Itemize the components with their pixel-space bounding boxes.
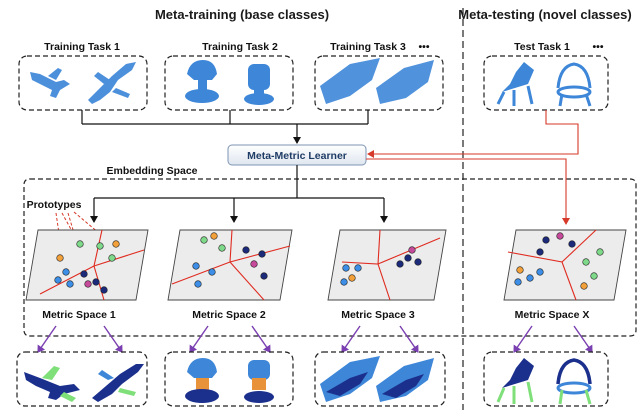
vase-point-cloud-icon xyxy=(244,64,274,105)
learner-to-metric-space-x-arrow xyxy=(366,158,570,225)
training-more-ellipsis: ••• xyxy=(418,41,429,53)
metric-space-2-label: Metric Space 2 xyxy=(192,309,266,321)
segmented-chair-icon xyxy=(496,358,534,404)
segmentation-result-arrows xyxy=(37,325,593,353)
metric-space-1-plane xyxy=(25,229,149,301)
segmented-airplane-icon xyxy=(92,364,144,402)
segmented-lamp-icon xyxy=(185,358,219,403)
lamp-point-cloud-icon xyxy=(185,60,219,103)
meta-training-header: Meta-training (base classes) xyxy=(155,7,329,22)
metric-space-3-plane xyxy=(327,229,447,301)
training-task-1-box xyxy=(18,55,148,111)
result-box-x xyxy=(483,351,609,407)
segmented-surface-icon xyxy=(376,358,434,402)
meta-testing-header: Meta-testing (novel classes) xyxy=(458,7,631,22)
metric-space-3-label: Metric Space 3 xyxy=(341,309,415,321)
meta-metric-learner-label: Meta-Metric Learner xyxy=(247,150,347,162)
result-box-2 xyxy=(164,351,294,407)
training-task-3-label: Training Task 3 xyxy=(330,41,406,53)
training-to-learner-connector xyxy=(81,110,369,144)
training-task-3-box xyxy=(314,55,444,111)
metric-space-1-label: Metric Space 1 xyxy=(42,309,116,321)
result-box-1 xyxy=(16,351,148,407)
embedding-space-label: Embedding Space xyxy=(106,165,197,177)
segmented-surface-icon xyxy=(320,356,380,402)
testing-more-ellipsis: ••• xyxy=(592,41,603,53)
airplane-point-cloud-icon xyxy=(30,68,70,98)
prototypes-label: Prototypes xyxy=(27,199,82,211)
training-task-1-label: Training Task 1 xyxy=(44,41,120,53)
metric-space-x-plane xyxy=(503,229,627,301)
result-box-3 xyxy=(314,351,446,407)
learner-to-metric-spaces-connector xyxy=(90,165,388,223)
training-task-2-label: Training Task 2 xyxy=(202,41,278,53)
metric-space-2-plane xyxy=(167,229,293,301)
segmented-airplane-icon xyxy=(24,366,80,402)
chair-point-cloud-icon xyxy=(496,62,534,106)
test-task-1-label: Test Task 1 xyxy=(514,41,570,53)
airplane-point-cloud-icon xyxy=(88,62,136,104)
chair-point-cloud-icon xyxy=(556,62,592,107)
test-to-learner-arrow xyxy=(367,110,579,158)
segmented-vase-icon xyxy=(244,360,274,403)
metric-space-x-label: Metric Space X xyxy=(515,309,590,321)
embedding-space-region xyxy=(23,178,637,337)
segmented-chair-icon xyxy=(556,358,592,405)
training-task-2-box xyxy=(164,55,294,111)
surface-point-cloud-icon xyxy=(320,58,380,104)
surface-point-cloud-icon xyxy=(376,60,434,104)
